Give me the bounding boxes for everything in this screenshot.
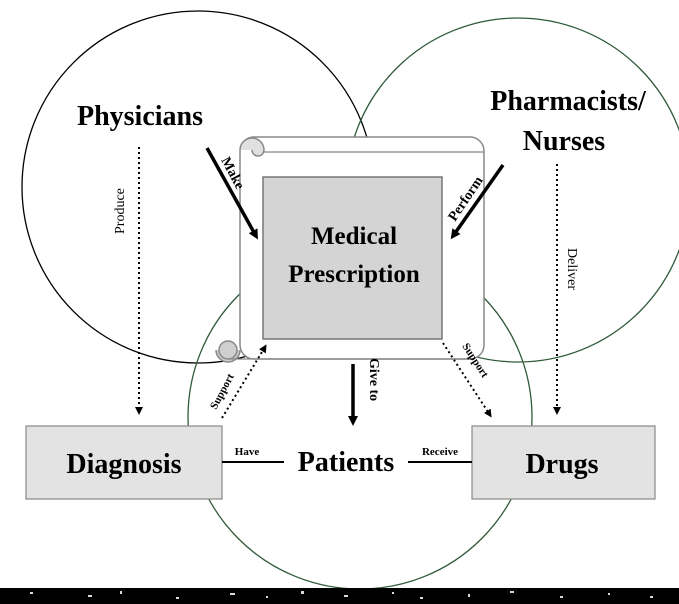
- bottom-band: [0, 588, 679, 604]
- produce-label: Produce: [113, 188, 128, 234]
- make-arrow: [205, 147, 258, 240]
- support-right-arrow: [442, 342, 492, 418]
- support-left-arrow: [221, 344, 267, 419]
- drugs-label: Drugs: [525, 449, 598, 480]
- receive-label: Receive: [422, 446, 458, 458]
- support-left-label: Support: [208, 371, 237, 411]
- diagnosis-box: [25, 425, 223, 500]
- pharmacists-label-line2: Nurses: [523, 126, 606, 157]
- perform-arrow: [450, 163, 505, 240]
- bottom-band-noise: [30, 591, 653, 599]
- prescription-label-line1: Medical: [311, 223, 397, 250]
- deliver-label: Deliver: [564, 248, 579, 290]
- diagnosis-label: Diagnosis: [66, 449, 181, 480]
- pharmacists-label-line1: Pharmacists/: [490, 86, 647, 117]
- give-to-label: Give to: [366, 358, 381, 401]
- have-label: Have: [235, 446, 260, 458]
- prescription-box: [262, 176, 443, 340]
- physicians-label: Physicians: [77, 101, 203, 132]
- patients-label: Patients: [298, 447, 395, 478]
- prescription-label-line2: Prescription: [288, 261, 420, 288]
